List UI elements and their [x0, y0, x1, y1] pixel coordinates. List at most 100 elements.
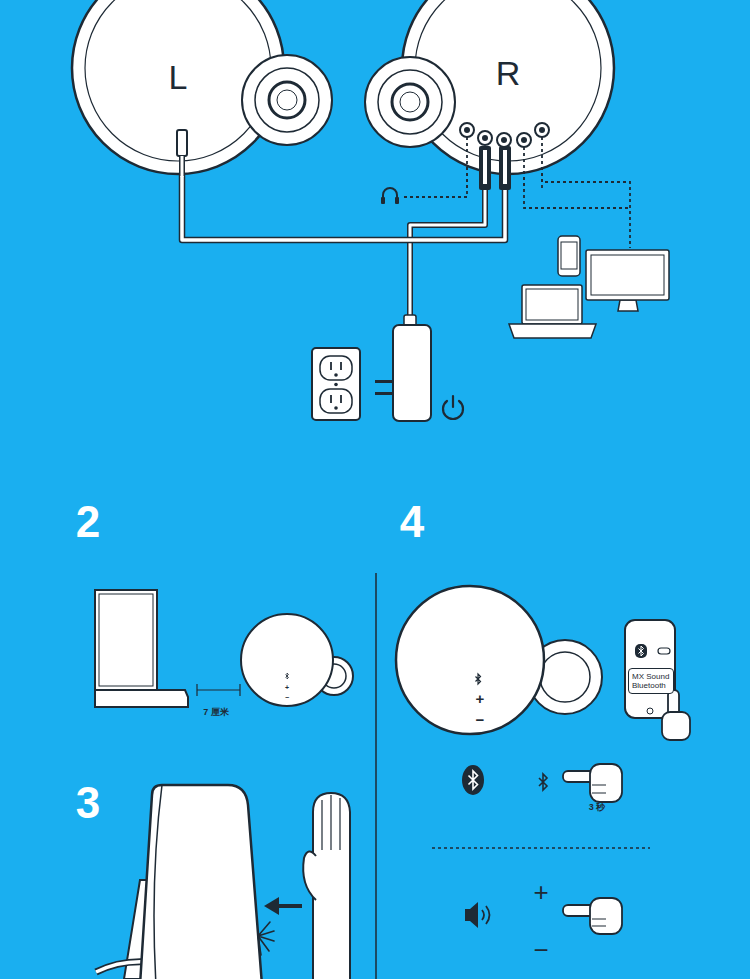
audio-port	[501, 137, 507, 143]
speaker-front-large	[540, 652, 590, 702]
speaker-housing	[85, 0, 271, 161]
satellite-driver	[242, 55, 332, 145]
open-hand	[303, 851, 316, 900]
speaker-cable	[182, 175, 505, 240]
cable-plug	[177, 130, 187, 156]
phone-pairing	[639, 646, 644, 656]
laptop-icon	[509, 324, 596, 338]
satellite-driver	[400, 92, 420, 112]
laptop-icon	[526, 289, 578, 320]
volume-icon	[465, 902, 490, 928]
audio-port	[482, 135, 488, 141]
power-cable	[410, 190, 485, 318]
dimension-line	[197, 689, 240, 690]
cable-plug	[479, 146, 491, 190]
wall-outlet	[334, 373, 338, 377]
button-symbol: +	[285, 684, 289, 691]
pointing-hand	[563, 898, 622, 934]
dotted-leader	[523, 147, 525, 190]
laptop-side	[95, 590, 188, 707]
speaker-front-small	[286, 673, 289, 679]
speaker-unit: R	[401, 0, 615, 175]
speaker-side	[96, 785, 262, 979]
laptop-side	[95, 590, 157, 690]
open-hand	[313, 793, 350, 979]
audio-port	[464, 127, 470, 133]
phone-device-name: MX Sound Bluetooth	[628, 668, 674, 694]
button-symbol: −	[285, 694, 289, 701]
section-divider	[376, 573, 377, 979]
bluetooth-button-icon	[539, 774, 547, 790]
speaker-front-large	[396, 586, 602, 734]
wall-outlet	[312, 348, 360, 420]
wall-outlet	[320, 389, 352, 413]
volume-icon	[482, 906, 490, 924]
duration-label: 3 秒	[589, 803, 606, 812]
speaker-front-large	[476, 674, 481, 684]
volume-symbol: +	[533, 879, 548, 905]
dimension-line	[197, 684, 240, 696]
monitor-icon	[618, 300, 638, 311]
wall-outlet	[334, 383, 338, 387]
laptop-icon	[522, 285, 582, 324]
volume-icon	[465, 902, 478, 928]
audio-port	[521, 137, 527, 143]
satellite-driver	[269, 82, 305, 118]
satellite-driver	[255, 68, 319, 132]
headphone-icon	[383, 188, 397, 202]
dotted-divider	[432, 848, 650, 849]
audio-port	[535, 123, 549, 137]
push-arrow	[264, 897, 302, 915]
pointing-hand	[592, 785, 606, 793]
power-cable	[410, 190, 485, 318]
channel-letter: R	[496, 54, 521, 93]
pointing-hand	[590, 898, 622, 934]
audio-port	[497, 133, 511, 147]
pressing-hand	[662, 690, 690, 740]
power-icon	[452, 396, 454, 407]
dotted-divider	[432, 847, 650, 849]
touch-burst	[258, 922, 274, 955]
wall-outlet	[312, 348, 360, 420]
headphone-icon	[395, 197, 399, 204]
step-number: 4	[400, 500, 424, 544]
button-symbol: −	[476, 712, 485, 727]
smartphone-icon	[558, 236, 580, 276]
laptop-icon	[509, 285, 596, 338]
pointing-hand	[590, 764, 622, 802]
cable-plug	[479, 146, 511, 190]
power-cable	[410, 190, 485, 318]
headphone-icon	[381, 188, 399, 204]
wall-outlet	[320, 356, 352, 380]
power-icon	[443, 396, 463, 419]
satellite-driver	[378, 70, 442, 134]
cable-plug	[499, 146, 511, 190]
audio-port	[478, 131, 492, 145]
laptop-side	[95, 690, 188, 707]
speaker-cable	[182, 175, 505, 240]
phone-pairing	[658, 648, 670, 654]
cable-plug	[177, 130, 187, 177]
speaker-front-large	[396, 586, 544, 734]
volume-symbol: −	[533, 937, 548, 963]
open-hand	[303, 793, 350, 979]
cable-plug	[483, 150, 487, 184]
satellite-driver	[365, 57, 455, 147]
speaker-unit: L	[71, 0, 285, 175]
dimension-line	[197, 684, 240, 696]
wall-outlet	[331, 362, 341, 403]
pointing-hand	[592, 919, 606, 926]
distance-label: 7 厘米	[203, 708, 229, 717]
audio-port	[460, 123, 549, 147]
phone-pairing	[647, 708, 653, 714]
open-hand	[322, 795, 340, 850]
step-number: 3	[76, 781, 100, 825]
push-arrow	[276, 904, 302, 908]
smartphone-icon	[561, 242, 577, 269]
audio-port	[460, 123, 474, 137]
push-arrow	[264, 897, 279, 915]
monitor-icon	[586, 250, 669, 311]
bluetooth-button-icon	[539, 774, 547, 790]
cable-plug	[503, 150, 507, 184]
